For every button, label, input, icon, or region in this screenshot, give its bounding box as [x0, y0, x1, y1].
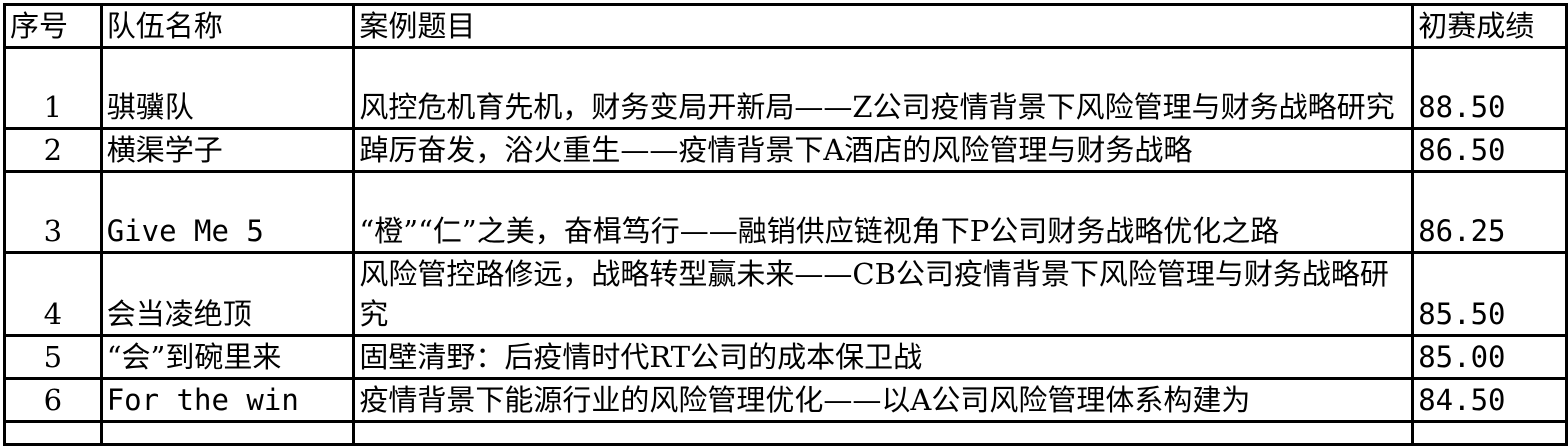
table-row: 6 For the win 疫情背景下能源行业的风险管理优化——以A公司风险管理… — [3, 377, 1568, 423]
empty-cell — [1411, 420, 1568, 446]
table-row: 2 横渠学子 踔厉奋发，浴火重生——疫情背景下A酒店的风险管理与财务战略 86.… — [3, 127, 1568, 173]
cell-topic: 疫情背景下能源行业的风险管理优化——以A公司风险管理体系构建为 — [352, 377, 1415, 423]
cell-score: 86.25 — [1411, 170, 1568, 254]
results-table: 序号 队伍名称 案例题目 初赛成绩 1 骐骥队 风控危机育先机，财务变局开新局—… — [3, 3, 1568, 446]
cell-index: 4 — [3, 251, 103, 337]
header-index: 序号 — [3, 3, 103, 49]
header-topic: 案例题目 — [352, 3, 1415, 49]
cell-team: 横渠学子 — [99, 127, 356, 173]
cell-index: 2 — [3, 127, 103, 173]
table-row: 1 骐骥队 风控危机育先机，财务变局开新局——Z公司疫情背景下风险管理与财务战略… — [3, 46, 1568, 130]
cell-score: 85.00 — [1411, 334, 1568, 380]
header-score: 初赛成绩 — [1411, 3, 1568, 49]
cell-index: 3 — [3, 170, 103, 254]
cell-team: Give Me 5 — [99, 170, 356, 254]
cell-team: For the win — [99, 377, 356, 423]
cell-topic: 风控危机育先机，财务变局开新局——Z公司疫情背景下风险管理与财务战略研究 — [352, 46, 1415, 130]
cell-topic: 风险管控路修远，战略转型赢未来——CB公司疫情背景下风险管理与财务战略研究 — [352, 251, 1415, 337]
cell-topic: 踔厉奋发，浴火重生——疫情背景下A酒店的风险管理与财务战略 — [352, 127, 1415, 173]
header-team: 队伍名称 — [99, 3, 356, 49]
cell-topic: 固壁清野：后疫情时代RT公司的成本保卫战 — [352, 334, 1415, 380]
empty-cell — [352, 420, 1415, 446]
cell-team: “会”到碗里来 — [99, 334, 356, 380]
cell-topic: “橙”“仁”之美，奋楫笃行——融销供应链视角下P公司财务战略优化之路 — [352, 170, 1415, 254]
cell-team: 会当凌绝顶 — [99, 251, 356, 337]
table-row-partial — [3, 420, 1568, 446]
cell-index: 6 — [3, 377, 103, 423]
empty-cell — [3, 420, 103, 446]
cell-index: 1 — [3, 46, 103, 130]
empty-cell — [99, 420, 356, 446]
cell-index: 5 — [3, 334, 103, 380]
table-row: 3 Give Me 5 “橙”“仁”之美，奋楫笃行——融销供应链视角下P公司财务… — [3, 170, 1568, 254]
table-row: 4 会当凌绝顶 风险管控路修远，战略转型赢未来——CB公司疫情背景下风险管理与财… — [3, 251, 1568, 337]
cell-score: 86.50 — [1411, 127, 1568, 173]
cell-score: 85.50 — [1411, 251, 1568, 337]
table-row: 5 “会”到碗里来 固壁清野：后疫情时代RT公司的成本保卫战 85.00 — [3, 334, 1568, 380]
cell-score: 84.50 — [1411, 377, 1568, 423]
header-row: 序号 队伍名称 案例题目 初赛成绩 — [3, 3, 1568, 49]
cell-team: 骐骥队 — [99, 46, 356, 130]
cell-score: 88.50 — [1411, 46, 1568, 130]
